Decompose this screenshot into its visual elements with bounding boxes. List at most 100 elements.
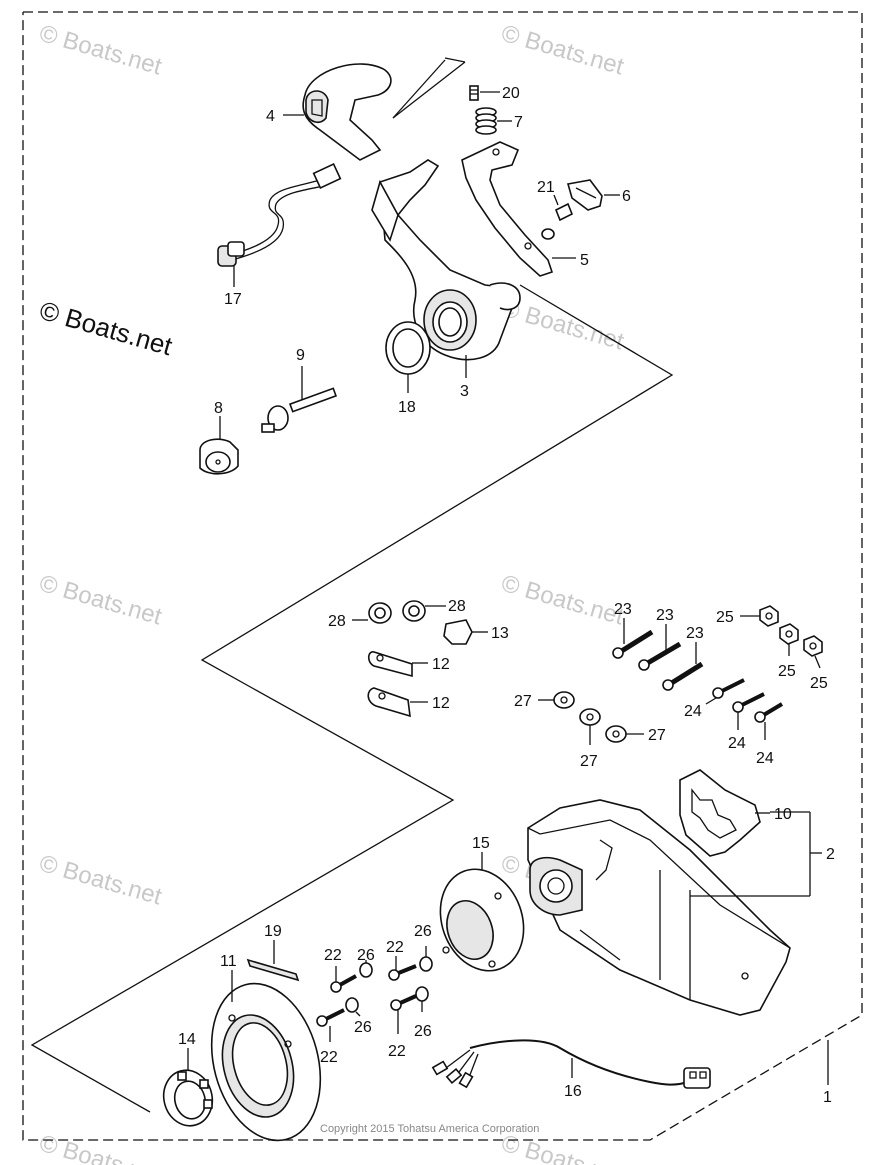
part-14-ring [162,1069,214,1127]
callout-2: 2 [826,846,835,863]
leader-line [355,1011,361,1017]
callout-24c: 24 [756,750,774,767]
part-22-screw [316,1008,345,1027]
part-23-screw [612,629,654,659]
callout-5: 5 [580,252,589,269]
part-21-screw [541,202,574,240]
part-22-screw [390,994,417,1011]
callout-19: 19 [264,923,282,940]
callout-8: 8 [214,400,223,417]
part-25-nut [803,635,823,657]
callout-25b: 25 [778,663,796,680]
leader-line [814,655,821,669]
callout-1: 1 [823,1089,832,1106]
callout-7: 7 [514,114,523,131]
part-25-nut [779,623,799,645]
callout-26d: 26 [414,1023,432,1040]
callout-28b: 28 [448,598,466,615]
part-13-bushing [443,619,473,645]
part-25-nut [759,605,779,627]
callout-25c: 25 [810,675,828,692]
part-28-eclip [402,600,426,622]
part-15-plate [439,868,525,972]
assembly-zigzag [30,284,674,1113]
callout-22d: 22 [388,1043,406,1060]
part-20-screw [469,85,479,101]
assembly-zigzag [392,61,466,119]
part-24-screw [712,678,745,699]
part-2-housing [527,799,791,1016]
callout-16: 16 [564,1083,582,1100]
part-12-link-plate [367,651,413,678]
callout-21: 21 [537,179,555,196]
part-23-screw [638,641,682,671]
part-11-cover [210,982,322,1142]
callout-23a: 23 [614,601,632,618]
part-7-spring [475,107,497,135]
callout-24a: 24 [684,703,702,720]
callout-26b: 26 [414,923,432,940]
part-4-handle-grip [302,63,392,161]
callout-27a: 27 [514,693,532,710]
part-26-washer [419,956,433,972]
callout-26a: 26 [357,947,375,964]
watermark: © Boats.net [36,570,165,631]
callout-22b: 22 [386,939,404,956]
part-18-washer [385,321,431,375]
callout-12b: 12 [432,695,450,712]
part-22-screw [330,974,357,993]
part-24-screw [754,702,784,723]
part-24-screw [732,692,765,713]
callout-14: 14 [178,1031,196,1048]
callout-24b: 24 [728,735,746,752]
callout-28a: 28 [328,613,346,630]
part-8-knob [199,438,239,475]
callout-18: 18 [398,399,416,416]
callout-4: 4 [266,108,275,125]
part-22-screw [388,964,417,981]
callout-15: 15 [472,835,490,852]
part-19-strip [246,958,300,982]
watermark: © Boats.net [498,570,627,631]
part-26-washer [415,986,429,1002]
callout-27c: 27 [648,727,666,744]
callout-10: 10 [774,806,792,823]
main-watermark: © Boats.net [36,295,176,362]
callout-23c: 23 [686,625,704,642]
assembly-zigzag [392,59,446,119]
part-6-clip [566,179,603,211]
part-3-lever-arm [371,159,521,361]
assembly-zigzag [444,57,466,63]
callout-26c: 26 [354,1019,372,1036]
part-26-washer [359,962,373,978]
copyright-text: Copyright 2015 Tohatsu America Corporati… [320,1123,539,1135]
callout-23b: 23 [656,607,674,624]
assembly-outline [22,11,863,1141]
callout-22c: 22 [320,1049,338,1066]
watermark: © Boats.net [498,1130,627,1165]
leader-line [705,697,717,705]
part-28-eclip [368,602,392,624]
part-27-washer [579,708,601,726]
callout-27b: 27 [580,753,598,770]
callout-3: 3 [460,383,469,400]
watermark: © Boats.net [36,20,165,81]
part-26-washer [345,997,359,1013]
part-10-gasket [679,769,761,857]
part-5-link-bracket [461,141,554,277]
leader-line [553,194,559,206]
callout-11: 11 [220,953,237,970]
watermark: © Boats.net [36,850,165,911]
callout-12a: 12 [432,656,450,673]
part-16-harness [431,1039,711,1089]
watermark: © Boats.net [36,1130,165,1165]
callout-22a: 22 [324,947,342,964]
callout-20: 20 [502,85,520,102]
callout-17: 17 [224,291,242,308]
part-17-switch-harness [217,163,342,267]
watermark: © Boats.net [498,20,627,81]
part-12-link-plate [367,687,411,718]
callout-6: 6 [622,188,631,205]
callout-13: 13 [491,625,509,642]
